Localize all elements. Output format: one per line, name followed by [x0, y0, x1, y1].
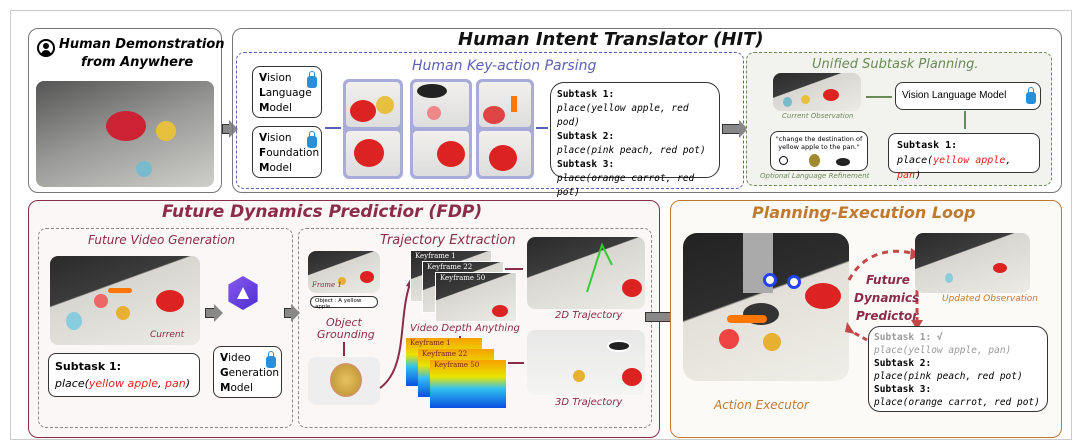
figure-border: [10, 10, 1072, 440]
current-photo: [50, 256, 200, 345]
pel-subtasks-box: Subtask 1: √place(yellow apple, pan) Sub…: [868, 326, 1048, 412]
action-executor-photo: [683, 233, 849, 381]
arrow-current-to-model: [205, 304, 223, 322]
parsed-subtasks-box: Subtask 1:place(yellow apple, red pod) S…: [550, 82, 720, 198]
person-icon: [779, 156, 788, 165]
updated-observation-photo: [915, 233, 1030, 293]
arrow-demo-to-hit: [222, 120, 238, 138]
keyframe-group-2: [410, 79, 472, 179]
keyframe-group-1: [343, 79, 403, 179]
language-refinement-label: Optional Language Refinement: [760, 172, 870, 180]
arrow-obs-to-vlm: [866, 96, 892, 98]
grounded-apple-photo: [308, 357, 380, 405]
object-grounding-label-2: Grounding: [317, 328, 375, 341]
arrow-model-to-traj: [284, 304, 300, 322]
demo-photo: [36, 81, 214, 187]
future-video-generation-box: [38, 228, 293, 428]
demo-title-2: from Anywhere: [81, 55, 194, 70]
current-observation-photo: [773, 73, 861, 111]
keyframe-group-3: [476, 79, 534, 179]
hit-panel: [232, 28, 1062, 193]
pan-icon: [836, 158, 850, 166]
current-observation-label: Current Observation: [782, 112, 854, 120]
person-icon: [37, 39, 55, 57]
arrow-to-3d: [508, 362, 524, 364]
2d-trajectory-photo: [527, 237, 645, 309]
updated-observation-label: Updated Observation: [942, 294, 1038, 304]
object-grounding-label-1: Object: [326, 316, 362, 329]
arrow-grounding-down: [343, 342, 345, 356]
3d-trajectory-label: 3D Trajectory: [555, 397, 623, 408]
lock-icon: [1026, 87, 1036, 104]
fvg-title: Future Video Generation: [88, 233, 236, 247]
arrow-to-keyframes: [325, 127, 341, 129]
demo-title-1: Human Demonstration: [59, 37, 225, 52]
lock-icon: [307, 71, 317, 88]
2d-trajectory-label: 2D Trajectory: [555, 310, 623, 321]
keyframe-label: Keyframe 50: [434, 361, 480, 369]
planning-vlm-box: Vision Language Model: [895, 82, 1041, 110]
lock-icon: [266, 351, 276, 368]
depth-label: Video Depth Anything: [410, 323, 520, 334]
fdp-title: Future Dynamics Predictior (FDP): [162, 202, 483, 222]
apple-icon: [809, 154, 820, 167]
lock-icon: [307, 131, 317, 148]
arrow-vlm-to-subtask: [964, 111, 966, 129]
frame1-label: Frame 1: [312, 281, 342, 289]
keyframe-label: Keyframe 22: [422, 350, 468, 358]
keyframe-stack-3: Keyframe 50: [435, 272, 517, 322]
keyframe-label: Keyframe 1: [415, 252, 456, 260]
fdp-loop-label-2: Dynamics: [854, 291, 920, 305]
planned-subtask-box: Subtask 1:place(yellow apple, pan): [888, 133, 1040, 181]
loop-arrows: [845, 248, 923, 342]
keyframe-label: Keyframe 1: [410, 339, 451, 347]
keyframe-label: Keyframe 50: [440, 274, 486, 282]
trajectory-extraction-box: [298, 228, 652, 428]
traj-title: Trajectory Extraction: [380, 233, 516, 248]
language-refinement-box: "change the destination of yellow apple …: [770, 131, 868, 171]
arrow-to-subtasks: [536, 127, 548, 129]
depth-map-3: Keyframe 50: [430, 360, 506, 408]
fdp-loop-label-3: Predictor: [856, 309, 919, 323]
key-action-parsing-title: Human Key-action Parsing: [412, 58, 597, 74]
arrow-parsing-to-planning: [722, 120, 748, 138]
action-executor-label: Action Executor: [714, 398, 809, 412]
unified-planning-title: Unified Subtask Planning.: [812, 57, 979, 72]
fdp-loop-label-1: Future: [866, 273, 910, 287]
frame1-photo: Frame 1: [308, 251, 380, 293]
object-prompt: Object : A yellow apple: [310, 296, 378, 310]
current-label: Current: [150, 330, 185, 340]
hit-title: Human Intent Translator (HIT): [458, 29, 764, 50]
3d-trajectory-photo: [527, 330, 645, 395]
pel-title: Planning-Execution Loop: [752, 203, 976, 222]
keyframe-label: Keyframe 22: [427, 263, 473, 271]
arrow-to-2d: [505, 268, 523, 270]
fvg-subtask-box: Subtask 1:place(yellow apple, pan): [48, 353, 200, 397]
human-demo-panel: Human Demonstration from Anywhere: [28, 28, 225, 193]
